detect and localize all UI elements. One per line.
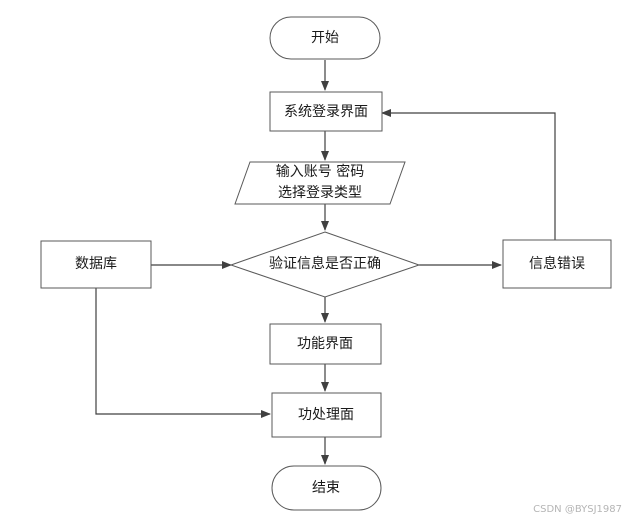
input-parallelogram-shape	[234, 161, 406, 205]
connectors	[95, 60, 556, 465]
function-screen-label: 功能界面	[297, 336, 353, 352]
end-terminator-shape	[271, 465, 382, 511]
edge-database-to-process	[95, 288, 271, 418]
decision-diamond-shape	[229, 231, 421, 298]
function-screen-node: 功能界面	[269, 323, 382, 365]
function-screen-box	[269, 323, 382, 365]
input-node: 输入账号 密码 选择登录类型	[234, 161, 406, 205]
start-terminator-shape	[269, 16, 381, 60]
decision-node: 验证信息是否正确	[229, 231, 421, 298]
start-label: 开始	[311, 30, 339, 46]
process-label: 功处理面	[298, 407, 354, 423]
decision-label: 验证信息是否正确	[269, 255, 381, 272]
edge-error-back-to-login	[381, 109, 556, 240]
error-box	[502, 239, 612, 289]
login-screen-node: 系统登录界面	[269, 91, 383, 132]
input-label-line2: 选择登录类型	[278, 185, 362, 201]
login-screen-label: 系统登录界面	[284, 104, 368, 120]
login-screen-box	[269, 91, 383, 132]
end-label: 结束	[312, 480, 340, 496]
watermark: CSDN @BYSJ1987	[533, 504, 622, 515]
error-node: 信息错误	[502, 239, 612, 289]
database-node: 数据库	[40, 240, 152, 289]
error-label: 信息错误	[529, 255, 585, 272]
input-label-line1: 输入账号 密码	[276, 163, 364, 180]
database-box	[40, 240, 152, 289]
process-node: 功处理面	[271, 392, 382, 438]
process-box	[271, 392, 382, 438]
database-label: 数据库	[75, 256, 117, 272]
end-node: 结束	[271, 465, 382, 511]
start-node: 开始	[269, 16, 381, 60]
